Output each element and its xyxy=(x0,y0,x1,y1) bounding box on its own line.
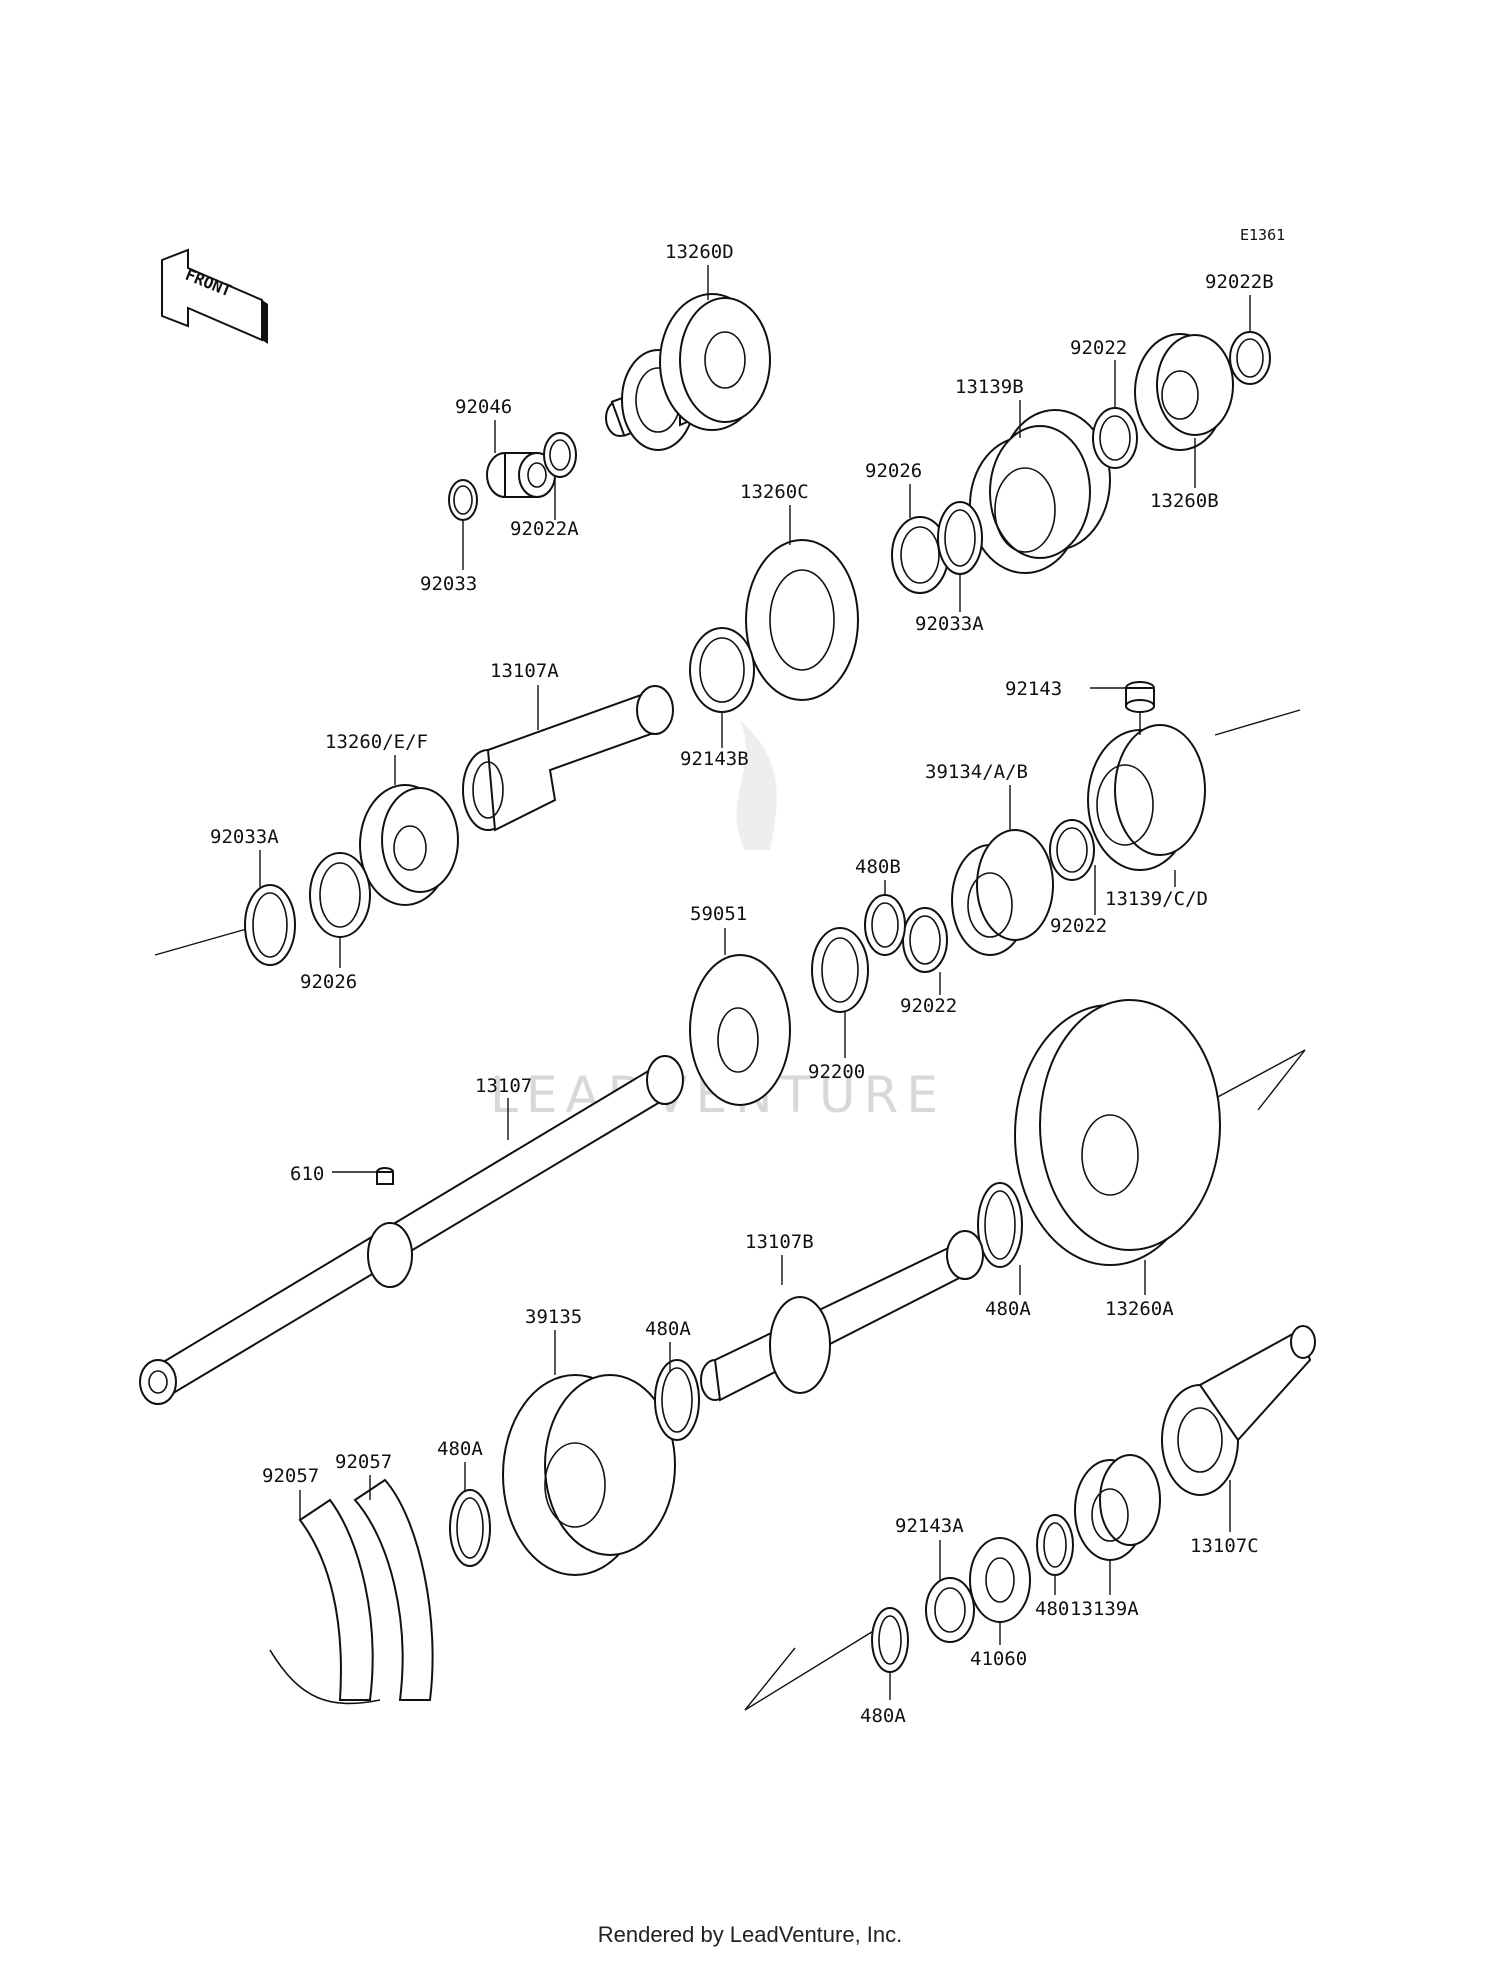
diagram-code: E1361 xyxy=(1240,226,1285,244)
label-480B: 480B xyxy=(855,856,901,878)
part-41060 xyxy=(969,1537,1031,1623)
label-92022A: 92022A xyxy=(510,518,579,540)
part-92022B xyxy=(1229,331,1271,385)
part-13107 xyxy=(139,1055,684,1405)
part-480A-center xyxy=(654,1359,700,1441)
part-13139B xyxy=(969,409,1111,574)
credit-line: Rendered by LeadVenture, Inc. xyxy=(597,1922,903,1947)
label-13139A: 13139A xyxy=(1070,1598,1139,1620)
label-13139B: 13139B xyxy=(955,376,1024,398)
label-92033A-left: 92033A xyxy=(210,826,279,848)
label-39134AB: 39134/A/B xyxy=(925,761,1028,783)
label-59051: 59051 xyxy=(690,903,747,925)
label-13260A: 13260A xyxy=(1105,1298,1174,1320)
part-92022-top xyxy=(1092,407,1138,469)
part-92022A xyxy=(543,432,577,478)
label-92046: 92046 xyxy=(455,396,512,418)
part-480B xyxy=(864,894,906,956)
part-92143 xyxy=(1125,681,1155,713)
label-92022-mid: 92022 xyxy=(1050,915,1107,937)
label-92022-lower: 92022 xyxy=(900,995,957,1017)
part-610 xyxy=(376,1167,394,1185)
label-13107: 13107 xyxy=(475,1075,532,1097)
label-92057-b: 92057 xyxy=(335,1451,392,1473)
label-13260B: 13260B xyxy=(1150,490,1219,512)
label-13260EF: 13260/E/F xyxy=(325,731,428,753)
part-480A-left xyxy=(449,1489,491,1567)
label-39135: 39135 xyxy=(525,1306,582,1328)
part-480 xyxy=(1036,1514,1074,1576)
part-13139CD xyxy=(1087,724,1206,871)
axis-line xyxy=(1257,1049,1306,1111)
label-13107A: 13107A xyxy=(490,660,559,682)
label-92143: 92143 xyxy=(1005,678,1062,700)
part-13107B xyxy=(700,1230,984,1402)
label-92033: 92033 xyxy=(420,573,477,595)
part-13139A xyxy=(1074,1454,1161,1561)
label-480A-center: 480A xyxy=(645,1318,691,1340)
part-13260D xyxy=(605,293,771,451)
label-13260D: 13260D xyxy=(665,241,734,263)
label-92022-top: 92022 xyxy=(1070,337,1127,359)
part-13107A xyxy=(462,685,674,832)
label-480A-left: 480A xyxy=(437,1438,483,1460)
label-610: 610 xyxy=(290,1163,324,1185)
part-13260EF xyxy=(359,784,459,906)
axis-line xyxy=(154,927,251,956)
part-92057 xyxy=(269,1478,434,1705)
label-92026-left: 92026 xyxy=(300,971,357,993)
part-39135 xyxy=(502,1374,676,1576)
part-92033 xyxy=(448,479,478,521)
label-13260C: 13260C xyxy=(740,481,809,503)
part-92022-lower xyxy=(902,907,948,973)
part-92022-mid xyxy=(1049,819,1095,881)
part-480A-right xyxy=(977,1182,1023,1268)
label-480A-right: 480A xyxy=(985,1298,1031,1320)
part-13260C xyxy=(745,539,859,701)
axis-line xyxy=(1214,709,1301,736)
axis-line xyxy=(744,1647,796,1711)
part-92026-left xyxy=(309,852,371,938)
part-92143B xyxy=(689,627,755,713)
label-41060: 41060 xyxy=(970,1648,1027,1670)
label-13139CD: 13139/C/D xyxy=(1105,888,1208,910)
label-480: 480 xyxy=(1035,1598,1069,1620)
label-92057-a: 92057 xyxy=(262,1465,319,1487)
part-92033A-left xyxy=(244,884,296,966)
label-92022B: 92022B xyxy=(1205,271,1274,293)
part-59051 xyxy=(689,954,791,1106)
part-13107C xyxy=(1161,1325,1316,1496)
label-92033A-top: 92033A xyxy=(915,613,984,635)
part-92033A-top xyxy=(937,501,983,575)
label-92143B: 92143B xyxy=(680,748,749,770)
part-92200 xyxy=(811,927,869,1013)
label-92143A: 92143A xyxy=(895,1515,964,1537)
part-39134AB xyxy=(951,829,1054,956)
label-13107B: 13107B xyxy=(745,1231,814,1253)
axis-line xyxy=(744,1629,876,1711)
front-arrow-icon: FRONT xyxy=(161,248,268,344)
label-480A-bottom: 480A xyxy=(860,1705,906,1727)
label-92026-top: 92026 xyxy=(865,460,922,482)
part-13260A xyxy=(1014,999,1221,1266)
part-92143A xyxy=(925,1577,975,1643)
label-13107C: 13107C xyxy=(1190,1535,1259,1557)
part-13260B xyxy=(1134,333,1234,451)
part-480A-bottom xyxy=(871,1607,909,1673)
label-92200: 92200 xyxy=(808,1061,865,1083)
leader-lines xyxy=(259,265,1251,1700)
